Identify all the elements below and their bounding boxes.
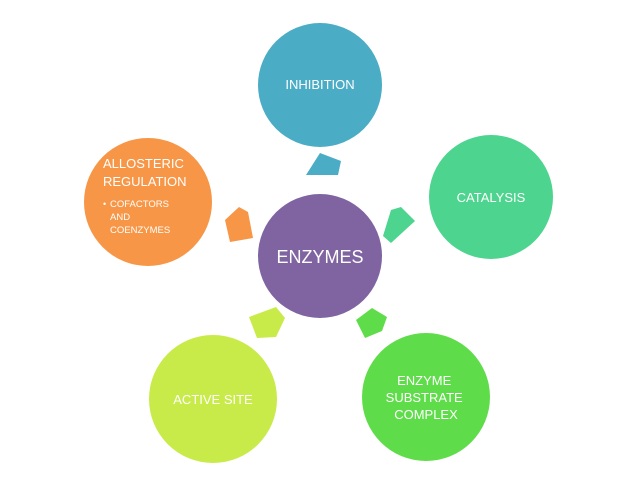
node-catalysis-label: CATALYSIS — [457, 190, 526, 205]
arrow-to-inhibition — [306, 153, 341, 175]
node-center-label: ENZYMES — [276, 247, 363, 267]
sub-line-2: AND — [110, 212, 130, 223]
node-active-site-label: ACTIVE SITE — [173, 392, 253, 407]
label-line-2: SUBSTRATE — [386, 390, 463, 405]
node-active-site-circle — [149, 335, 277, 463]
label-line-1: ALLOSTERIC — [103, 156, 184, 171]
node-catalysis: CATALYSIS — [429, 135, 553, 259]
label-line-3: COMPLEX — [394, 407, 458, 422]
label-line-1: ENZYME — [397, 373, 452, 388]
arrow-to-active-site — [249, 307, 285, 338]
sub-line-1: COFACTORS — [110, 199, 169, 210]
sub-line-3: COENZYMES — [110, 225, 170, 236]
arrows — [225, 153, 415, 338]
node-catalysis-circle — [429, 135, 553, 259]
arrow-to-catalysis — [383, 207, 415, 243]
node-inhibition-label: INHIBITION — [285, 77, 354, 92]
node-center-enzymes: ENZYMES — [258, 194, 382, 318]
node-enzyme-substrate-complex-label: ENZYME SUBSTRATE COMPLEX — [386, 373, 467, 422]
node-inhibition: INHIBITION — [258, 23, 382, 147]
node-active-site: ACTIVE SITE — [149, 335, 277, 463]
node-allosteric-regulation-circle — [84, 138, 212, 266]
arrow-to-enzyme-substrate-complex — [356, 308, 387, 338]
node-inhibition-circle — [258, 23, 382, 147]
node-center-circle — [258, 194, 382, 318]
node-enzyme-substrate-complex-circle — [362, 333, 490, 461]
node-allosteric-regulation: ALLOSTERIC REGULATION • COFACTORS AND CO… — [84, 138, 212, 266]
arrow-to-allosteric-regulation — [225, 207, 253, 242]
node-allosteric-regulation-sublabel: COFACTORS AND COENZYMES — [110, 199, 172, 236]
node-enzyme-substrate-complex: ENZYME SUBSTRATE COMPLEX — [362, 333, 490, 461]
label-line-2: REGULATION — [103, 174, 187, 189]
bullet-marker: • — [103, 199, 106, 209]
node-allosteric-regulation-label: ALLOSTERIC REGULATION — [103, 156, 188, 189]
